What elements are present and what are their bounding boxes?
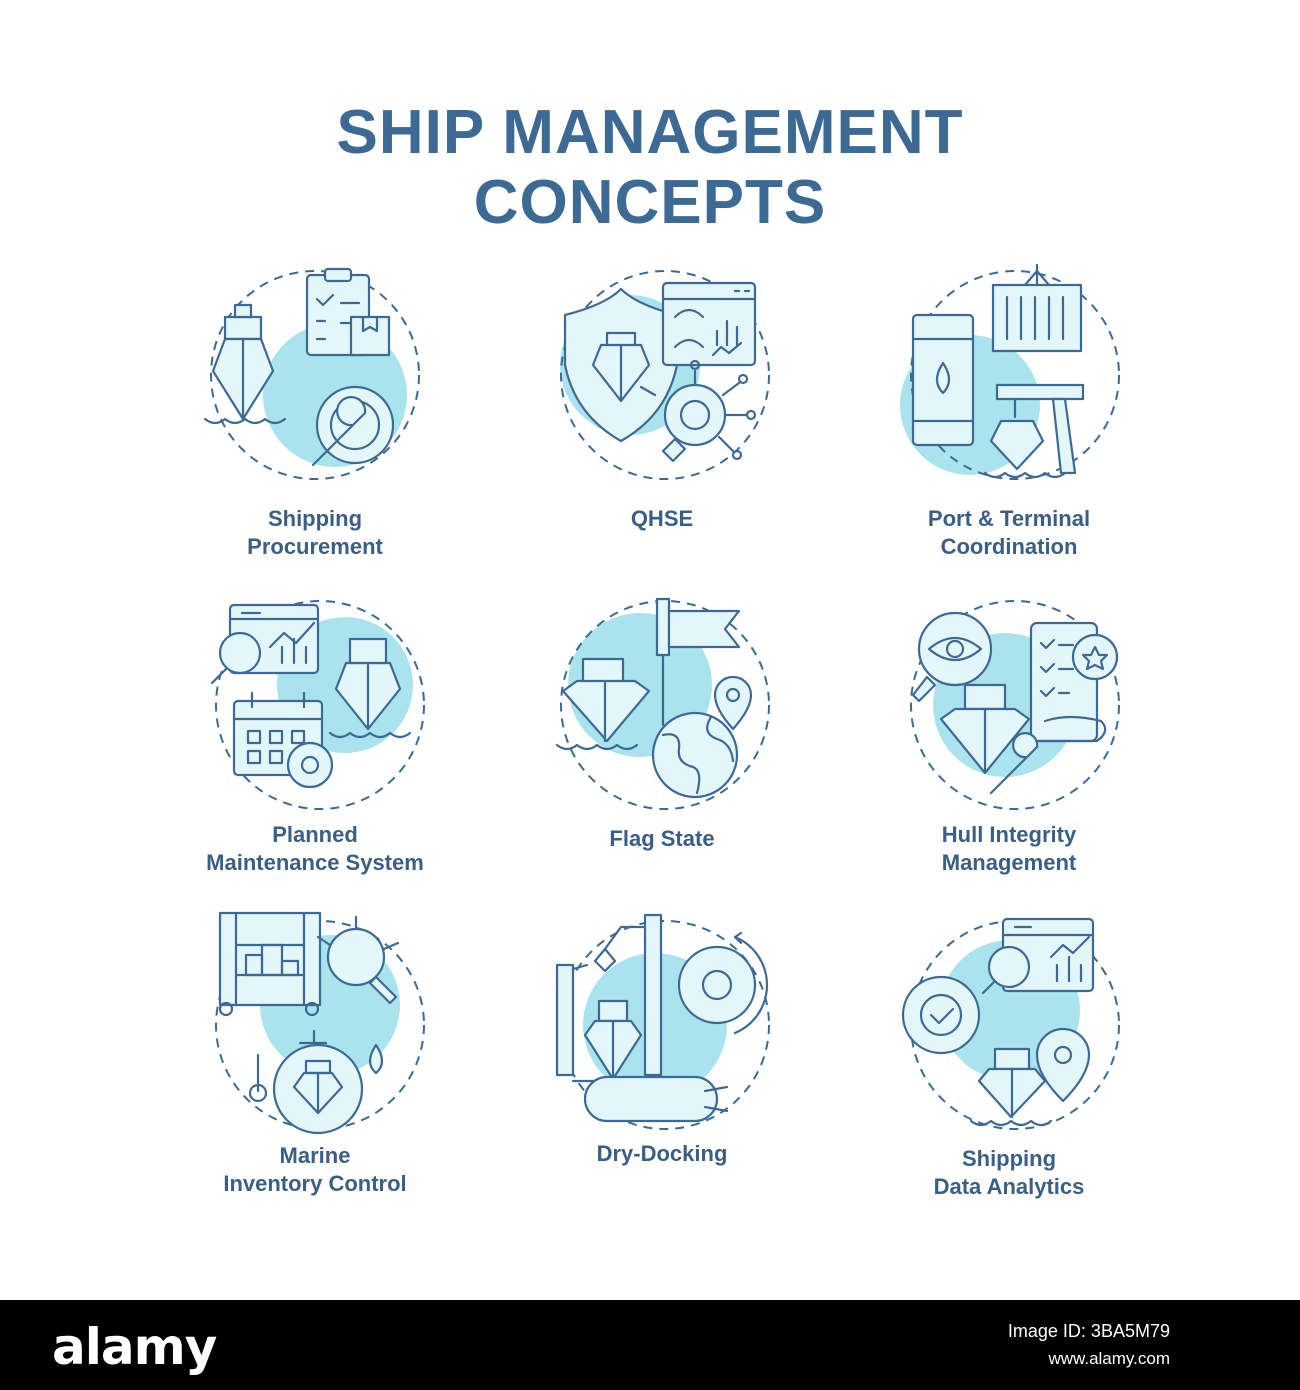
concept-label-line1: Port & Terminal (927, 506, 1091, 531)
concept-label-line2: Inventory Control (223, 1171, 407, 1196)
concept-label-line1: Shipping (961, 1146, 1057, 1171)
shield-ship-dashboard-icon (560, 270, 770, 480)
concept-label-line1: Flag State (609, 826, 715, 851)
concept-label-line2: Procurement (247, 534, 383, 559)
concept-label-line2: Data Analytics (933, 1174, 1085, 1199)
concept-label-flag-state: Flag State (497, 825, 827, 853)
concept-label-shipping-data-analytics: Shipping Data Analytics (844, 1145, 1174, 1201)
concept-label-line2: Maintenance System (206, 850, 424, 875)
concept-label-planned-maintenance: Planned Maintenance System (150, 821, 480, 877)
flag-globe-ship-icon (555, 597, 770, 810)
gear-check-ship-location-icon (901, 917, 1120, 1130)
dock-gear-wrench-icon (555, 913, 770, 1130)
calendar-chart-ship-icon (210, 600, 425, 810)
magnifier-eye-ship-icon (910, 600, 1120, 810)
concept-label-line1: QHSE (630, 506, 694, 531)
concept-label-shipping-procurement: Shipping Procurement (150, 505, 480, 561)
concept-label-dry-docking: Dry-Docking (497, 1140, 827, 1168)
concept-label-port-terminal: Port & Terminal Coordination (844, 505, 1174, 561)
page-title-line-2: CONCEPTS (473, 168, 827, 237)
shelf-gear-ship-icon (215, 911, 425, 1135)
concept-label-line1: Planned (272, 822, 358, 847)
concept-label-qhse: QHSE (497, 505, 827, 533)
ship-clipboard-wrench-icon (203, 267, 420, 480)
concept-label-line1: Shipping (267, 506, 363, 531)
image-id: Image ID: 3BA5M79 (1007, 1321, 1170, 1341)
concept-label-line1: Hull Integrity (941, 822, 1077, 847)
concept-label-line2: Coordination (940, 534, 1078, 559)
concept-label-line1: Dry-Docking (596, 1141, 728, 1166)
concept-label-line1: Marine (279, 1143, 351, 1168)
alamy-logo: alamy (52, 1318, 217, 1376)
page-title-line-1: SHIP MANAGEMENT (336, 98, 964, 167)
concept-label-marine-inventory: Marine Inventory Control (150, 1142, 480, 1198)
container-crane-barrel-icon (900, 263, 1120, 480)
footer-bar (0, 1300, 1300, 1390)
concept-label-line2: Management (941, 850, 1077, 875)
site-url: www.alamy.com (1048, 1349, 1170, 1368)
concept-label-hull-integrity: Hull Integrity Management (844, 821, 1174, 877)
